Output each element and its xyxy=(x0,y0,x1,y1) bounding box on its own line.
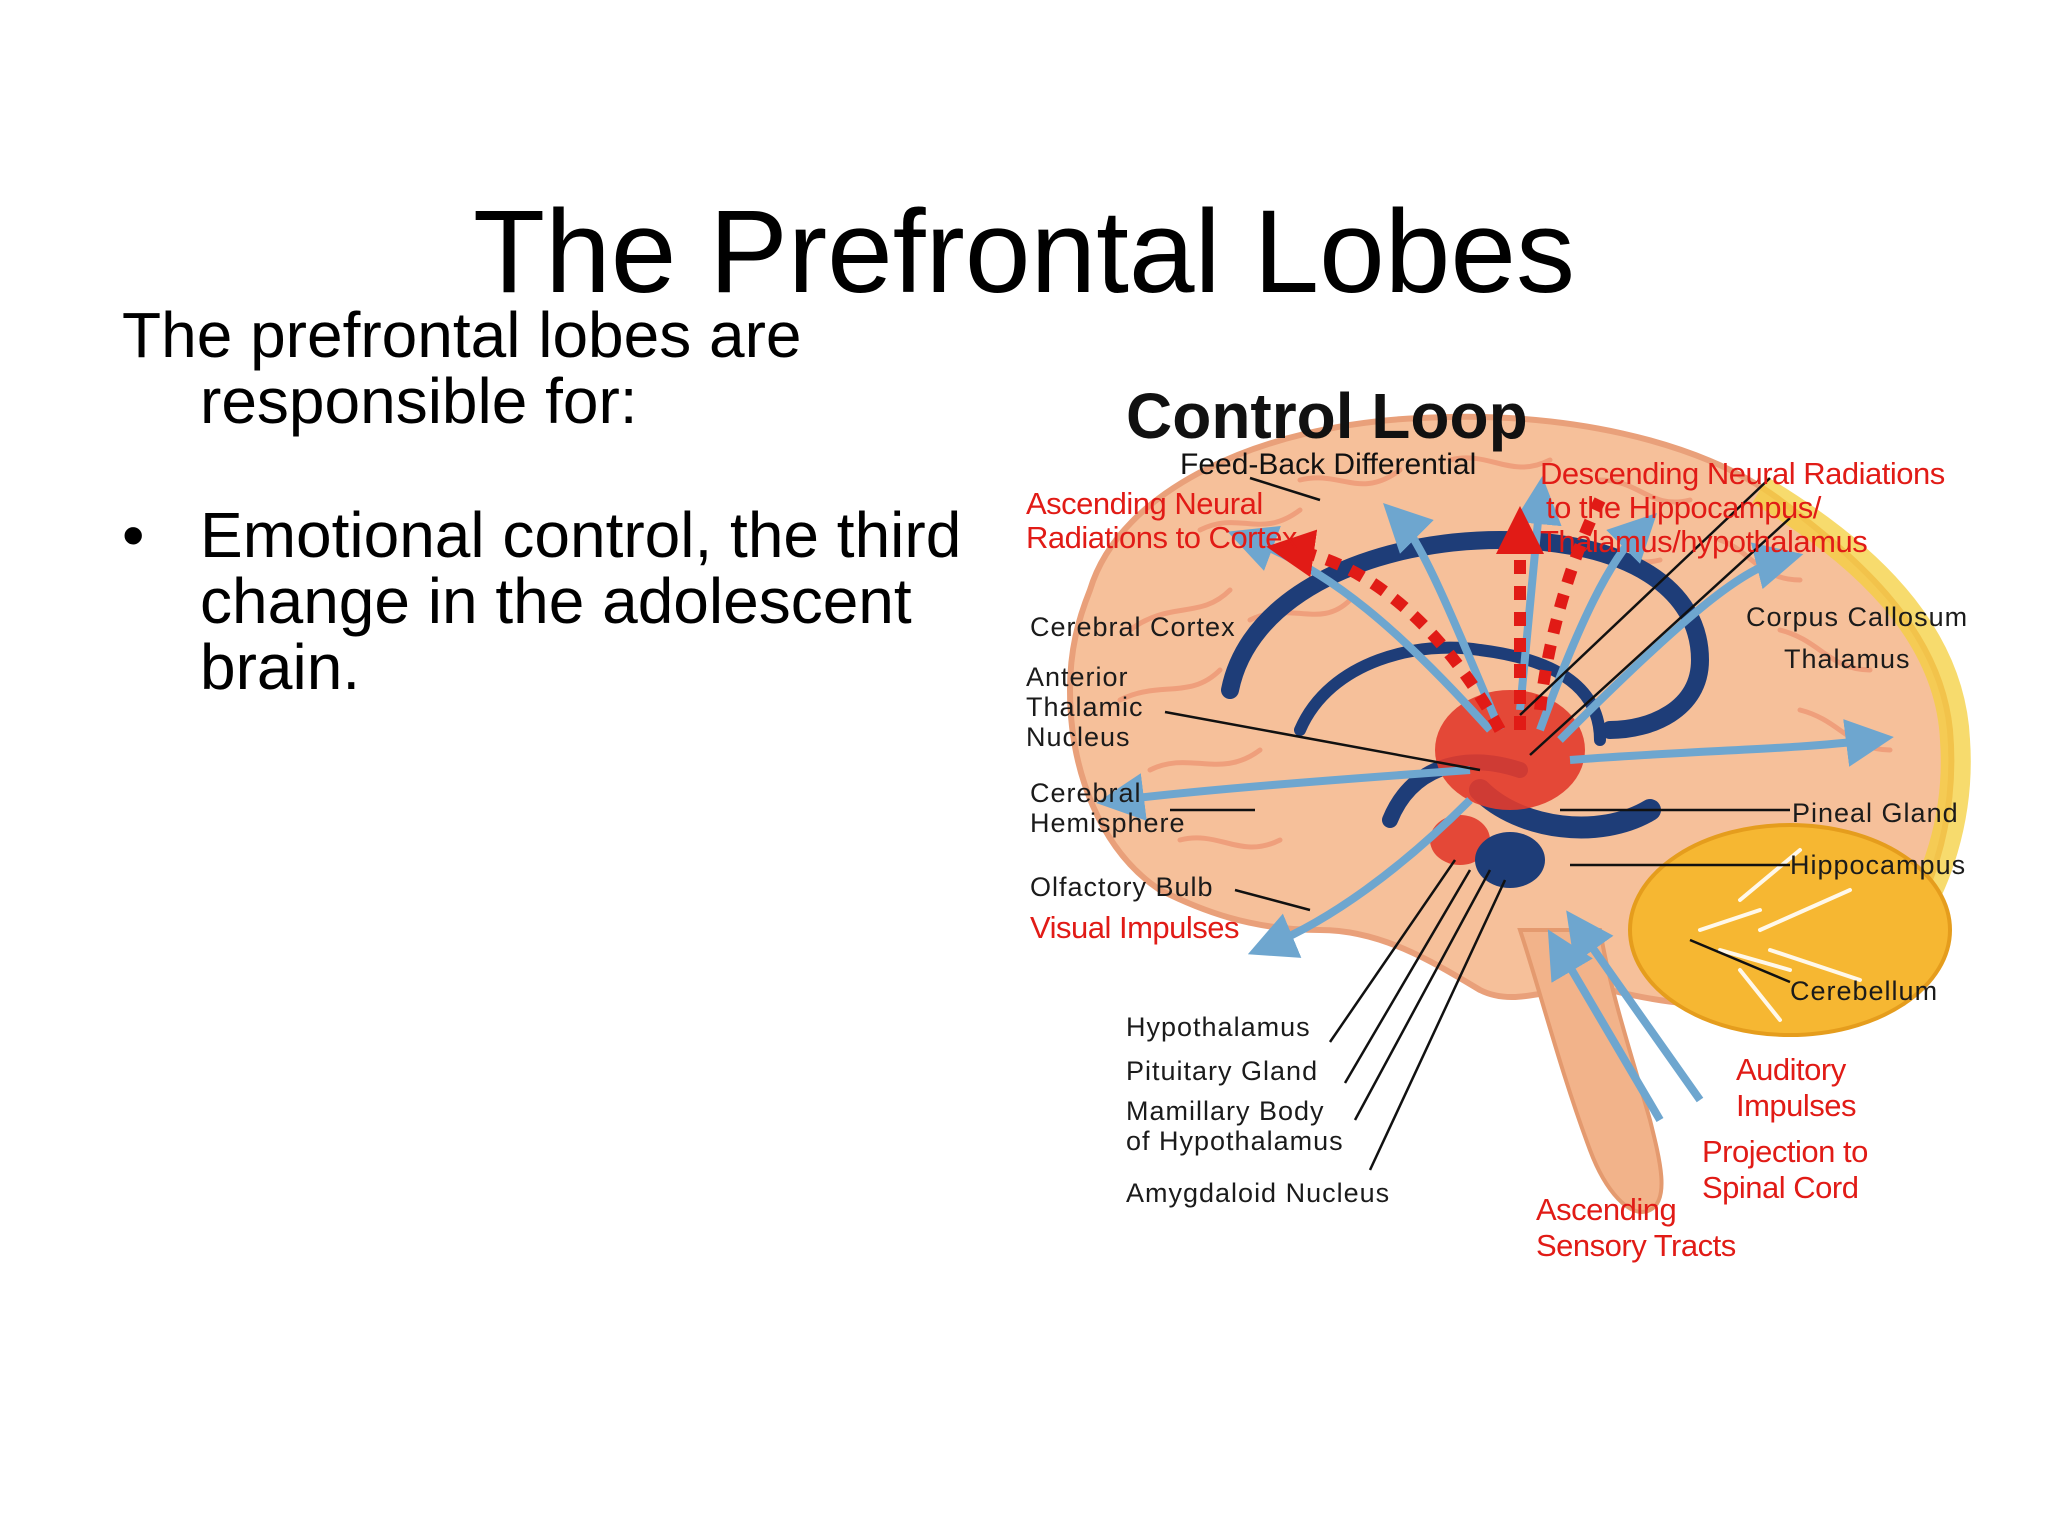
thalamus-shape xyxy=(1435,690,1585,810)
label-hypothalamus: Hypothalamus xyxy=(1126,1012,1311,1042)
body-text: The prefrontal lobes are responsible for… xyxy=(122,302,982,700)
bullet-item: • Emotional control, the third change in… xyxy=(122,502,982,700)
arbor-vitae xyxy=(1698,848,1862,1022)
label-cerebral-hemisphere: Cerebral Hemisphere xyxy=(1030,778,1186,838)
label-amygdaloid-nucleus: Amygdaloid Nucleus xyxy=(1126,1178,1390,1208)
red-dashed-arrows xyxy=(1266,497,1606,733)
label-corpus-callosum: Corpus Callosum xyxy=(1746,602,1968,632)
label-hippocampus: Hippocampus xyxy=(1790,850,1966,880)
label-pituitary-gland: Pituitary Gland xyxy=(1126,1056,1318,1086)
label-ascending-sensory: Ascending Sensory Tracts xyxy=(1536,1192,1736,1263)
label-ascending-neural: Ascending Neural Radiations to Cortex xyxy=(1026,486,1298,555)
label-cerebellum: Cerebellum xyxy=(1790,976,1938,1006)
intro-text: The prefrontal lobes are responsible for… xyxy=(122,299,802,437)
label-olfactory-bulb: Olfactory Bulb xyxy=(1030,872,1214,902)
slide-title: The Prefrontal Lobes xyxy=(473,186,1575,319)
diagram-title: Control Loop xyxy=(1126,380,1528,452)
control-loop-diagram: Control Loop Feed-Back Differential Asce… xyxy=(1026,380,1971,1263)
label-auditory-impulses: Auditory Impulses xyxy=(1736,1052,1856,1123)
cerebellum-shape xyxy=(1628,823,1952,1037)
label-cerebral-cortex: Cerebral Cortex xyxy=(1030,612,1236,642)
brainstem-shape xyxy=(1517,928,1664,1214)
leader-lines xyxy=(1164,476,1791,1171)
label-thalamus: Thalamus xyxy=(1784,644,1911,674)
bullet-mark: • xyxy=(122,499,145,571)
corpus-callosum-arc xyxy=(1221,530,1710,739)
label-descending-neural: Descending Neural Radiations to the Hipp… xyxy=(1540,456,1953,559)
label-visual-impulses: Visual Impulses xyxy=(1030,910,1239,945)
label-mamillary-body: Mamillary Body of Hypothalamus xyxy=(1126,1096,1344,1156)
label-projection-spinal: Projection to Spinal Cord xyxy=(1702,1134,1876,1205)
mamillary-shape xyxy=(1475,832,1545,888)
label-anterior-thalamic: Anterior Thalamic Nucleus xyxy=(1026,662,1152,752)
label-pineal-gland: Pineal Gland xyxy=(1792,798,1959,828)
diagram-subtitle: Feed-Back Differential xyxy=(1180,448,1476,481)
bullet-text: Emotional control, the third change in t… xyxy=(200,499,962,703)
fornix-arc xyxy=(1294,641,1606,746)
